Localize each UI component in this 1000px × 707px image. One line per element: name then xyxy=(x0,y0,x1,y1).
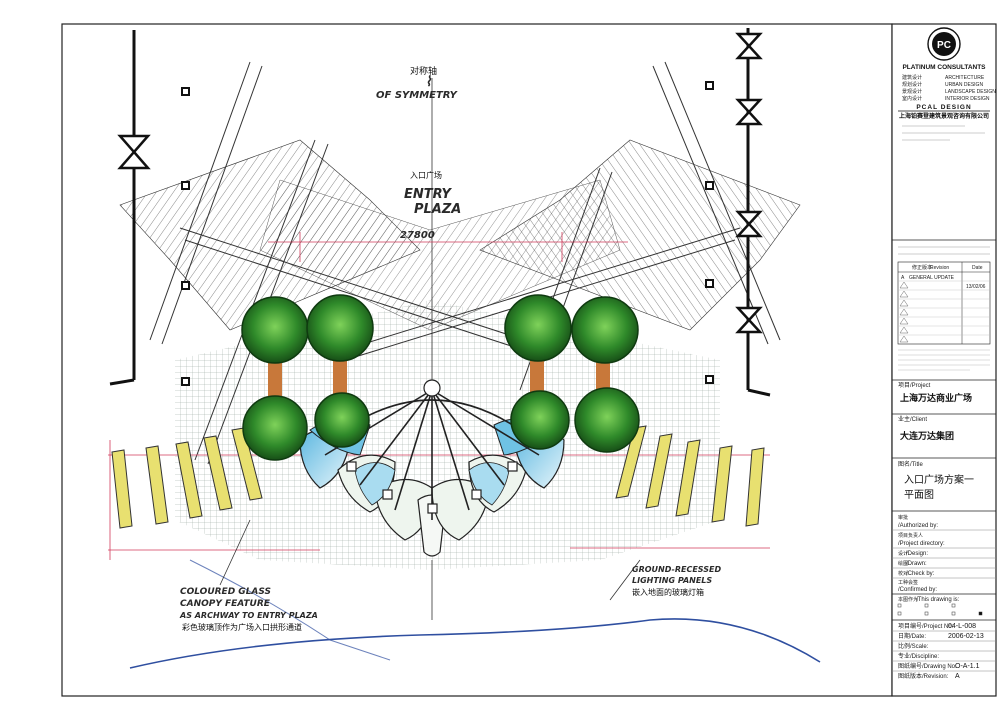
discipline-label: 专业/Discipline: xyxy=(898,652,939,660)
tree-canopy xyxy=(242,395,308,461)
lighting-note-en-1: GROUND-RECESSED xyxy=(632,565,721,574)
tree-canopy xyxy=(504,294,572,362)
revision-table xyxy=(897,261,991,345)
tree-canopy xyxy=(306,294,374,362)
tree-canopy xyxy=(510,390,570,450)
design-cn: 设计 xyxy=(898,550,908,557)
entry-plaza-label-en-1: ENTRY xyxy=(404,187,452,202)
diagonal-paths xyxy=(149,61,781,465)
client-label: 业主/Client xyxy=(898,415,927,423)
square-columns xyxy=(181,81,714,386)
svg-text:⌇: ⌇ xyxy=(425,74,432,90)
lighting-note-cn: 嵌入地面的玻璃灯箱 xyxy=(632,587,704,597)
entry-plaza-label-en-2: PLAZA xyxy=(414,202,461,217)
drawing-no-label: 图纸编号/Drawing No: xyxy=(898,662,957,670)
title-block: PC PLATINUM CONSULTANTS 建筑设计 ARCHITECTUR… xyxy=(892,27,996,680)
hatch-band-center xyxy=(259,179,621,331)
revision-mark: A xyxy=(901,275,905,281)
project-no: 04-L-008 xyxy=(948,623,976,630)
confirm-en: /Confirmed by: xyxy=(898,587,937,593)
scale-label: 比例/Scale: xyxy=(898,642,929,650)
canopy-note-en-2: CANOPY FEATURE xyxy=(180,599,271,609)
drawing-status-boxes xyxy=(897,603,983,616)
plaza-plan: 对称轴 ⌇ OF SYMMETRY 入口广场 ENTRY PLAZA 27800… xyxy=(108,28,821,669)
service-en-2: URBAN DESIGN xyxy=(945,82,983,88)
right-colonnade xyxy=(735,28,771,397)
brand-name: PCAL DESIGN xyxy=(916,104,971,111)
service-en-4: INTERIOR DESIGN xyxy=(945,96,990,102)
director-en: /Project directory: xyxy=(898,541,945,547)
canopy-note-cn: 彩色玻璃顶作为广场入口拱形通道 xyxy=(182,622,302,632)
tree-canopy xyxy=(574,387,640,453)
entry-plaza-label-cn: 入口广场 xyxy=(410,170,442,180)
drawing-title-2: 平面图 xyxy=(904,489,934,501)
project-name: 上海万达商业广场 xyxy=(900,392,972,403)
service-cn-3: 景观设计 xyxy=(902,88,922,95)
axis-label-cn: 对称轴 xyxy=(410,65,437,76)
tree-canopy xyxy=(241,296,309,364)
date-label: 日期/Date: xyxy=(898,632,926,640)
company-name-cn: 上海铂赛登建筑景观咨询有限公司 xyxy=(899,112,989,120)
canopy-note-en-1: COLOURED GLASS xyxy=(180,587,271,597)
title-label: 图名/Title xyxy=(898,460,923,468)
company-name-en: PLATINUM CONSULTANTS xyxy=(902,64,986,71)
revision-triangles xyxy=(899,281,909,343)
check-en: /Check by: xyxy=(906,571,935,577)
authorized-cn: 审批 xyxy=(898,514,908,521)
drawing-is-en: /This drawing is: xyxy=(916,597,960,603)
client-name: 大连万达集团 xyxy=(900,430,954,441)
logo-mark: PC xyxy=(937,40,951,51)
site-boundary-curve xyxy=(129,618,821,669)
check-cn: 校对 xyxy=(898,570,908,577)
drawing-no: O-A-1.1 xyxy=(955,663,980,670)
left-colonnade xyxy=(109,30,151,386)
service-cn-1: 建筑设计 xyxy=(902,74,922,81)
trees xyxy=(241,294,640,461)
tree-canopy xyxy=(314,392,370,448)
canopy-note-en-3: AS ARCHWAY TO ENTRY PLAZA xyxy=(179,611,318,620)
project-no-label: 项目编号/Project No: xyxy=(898,622,954,630)
revision-desc: GENERAL UPDATE xyxy=(909,275,955,281)
service-cn-2: 规划设计 xyxy=(902,81,922,88)
service-cn-4: 室内设计 xyxy=(902,95,922,102)
drawing-title-1: 入口广场方案一 xyxy=(904,473,974,486)
axis-label-en: OF SYMMETRY xyxy=(376,90,459,101)
dimension-label: 27800 xyxy=(400,230,435,241)
confirm-cn: 工种会签 xyxy=(898,579,918,586)
revision-header-en: Revision xyxy=(930,265,949,271)
project-label: 项目/Project xyxy=(898,382,931,389)
tree-canopy xyxy=(571,296,639,364)
glass-canopy xyxy=(299,379,565,557)
service-en-1: ARCHITECTURE xyxy=(945,75,985,81)
director-cn: 项目负责人 xyxy=(898,532,923,539)
lighting-panels xyxy=(111,425,765,529)
revision-label: 图纸版本/Revision: xyxy=(898,672,949,680)
revision-value: A xyxy=(955,673,960,680)
date-header: Date xyxy=(972,265,983,271)
date-value: 2006-02-13 xyxy=(948,633,984,640)
drawn-cn: 绘图 xyxy=(898,560,908,567)
authorized-en: /Authorized by: xyxy=(898,523,938,529)
revision-header-cn: 修正版本 xyxy=(912,264,932,271)
service-en-3: LANDSCAPE DESIGN xyxy=(945,89,996,95)
revision-date: 13/02/06 xyxy=(966,284,986,290)
paving-grid xyxy=(175,300,720,570)
design-en: /Design: xyxy=(906,551,928,557)
drawn-en: /Drawn: xyxy=(906,561,927,567)
lighting-note-en-2: LIGHTING PANELS xyxy=(632,576,712,585)
drawing-is-cn: 本图作为 xyxy=(898,596,918,603)
pc-logo: PC xyxy=(927,27,961,61)
